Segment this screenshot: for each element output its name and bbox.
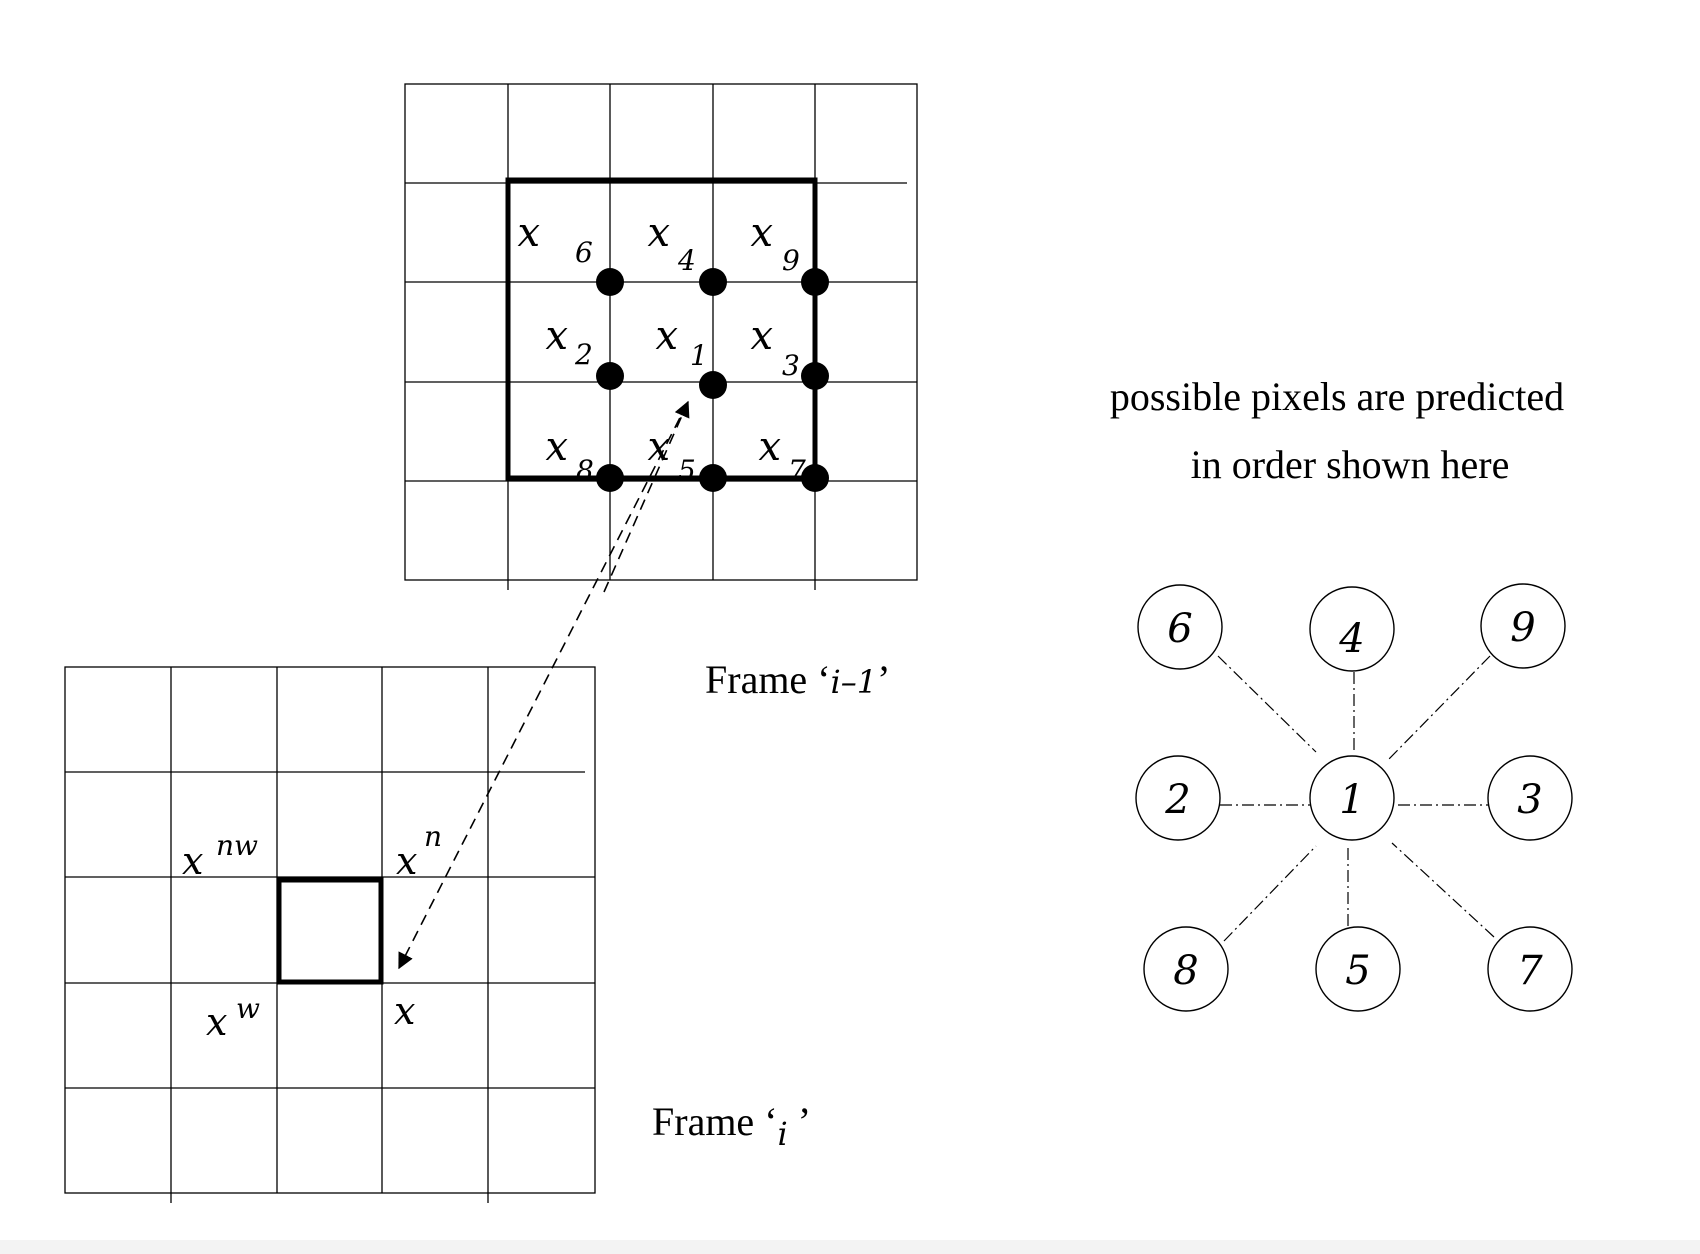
svg-text:3: 3 (1517, 777, 1542, 823)
svg-text:nw: nw (216, 829, 258, 862)
order-node-3: 3 (1487, 755, 1573, 841)
svg-text:6: 6 (575, 236, 593, 269)
svg-text:8: 8 (1173, 948, 1198, 994)
pixel-label-8: x 8 (545, 424, 593, 487)
prev-frame-search-window (505, 177, 818, 481)
svg-text:1: 1 (1339, 777, 1364, 823)
svg-text:x: x (655, 313, 678, 359)
label-x-w: x w (206, 992, 260, 1044)
svg-text:7: 7 (788, 454, 806, 487)
svg-text:x: x (545, 313, 568, 359)
bottom-band (0, 1240, 1700, 1254)
curr-frame-current-block (276, 877, 384, 985)
order-node-6: 6 (1137, 584, 1223, 670)
order-node-9: 9 (1480, 583, 1566, 669)
prev-frame-label: Frame ‘i–1’ (705, 657, 890, 702)
pixel-label-2: x 2 (545, 313, 592, 371)
svg-text:x: x (545, 424, 568, 470)
svg-text:6: 6 (1167, 606, 1192, 652)
svg-text:8: 8 (576, 454, 594, 487)
svg-text:x: x (750, 313, 773, 359)
svg-text:x: x (750, 210, 773, 256)
svg-text:w: w (236, 992, 260, 1025)
svg-text:7: 7 (1517, 948, 1543, 994)
order-node-7: 7 (1487, 926, 1573, 1012)
svg-text:2: 2 (1164, 777, 1190, 823)
prediction-caption-line2: in order shown here (1191, 442, 1510, 487)
svg-text:1: 1 (690, 339, 708, 372)
prev-frame-grid (404, 83, 918, 590)
svg-text:x: x (206, 1000, 227, 1044)
prediction-order-links (1217, 655, 1495, 942)
order-node-2: 2 (1135, 755, 1221, 841)
curr-frame-label: Frame ‘i ’ (652, 1099, 811, 1153)
svg-text:x: x (647, 210, 670, 256)
svg-text:4: 4 (1338, 616, 1364, 662)
pixel-label-3: x 3 (750, 313, 799, 382)
order-node-5: 5 (1315, 926, 1401, 1012)
pixel-label-1: x 1 (655, 313, 707, 372)
pixel-label-4: x 4 (647, 210, 695, 277)
label-x-n: x n (396, 820, 442, 883)
svg-text:3: 3 (782, 349, 800, 382)
svg-text:x: x (517, 210, 540, 256)
label-x-nw: x nw (182, 829, 258, 883)
label-x-current: x (394, 989, 415, 1033)
motion-arrow-to-curr (398, 401, 689, 970)
svg-text:x: x (647, 424, 670, 470)
svg-text:2: 2 (574, 338, 593, 371)
prediction-order-nodes: 6 4 9 2 1 3 8 5 (1135, 583, 1573, 1012)
prev-frame-pixel-dots (596, 268, 829, 492)
svg-text:x: x (182, 839, 203, 883)
motion-arrow-to-prev (603, 400, 690, 593)
svg-text:4: 4 (677, 244, 696, 277)
svg-text:x: x (396, 839, 417, 883)
svg-text:n: n (424, 820, 442, 853)
svg-text:5: 5 (1345, 948, 1370, 994)
pixel-label-7: x 7 (758, 424, 806, 487)
svg-text:9: 9 (782, 244, 800, 277)
order-node-4: 4 (1309, 586, 1395, 672)
curr-frame-grid (64, 666, 596, 1203)
pixel-label-6: x 6 (517, 210, 592, 269)
svg-text:x: x (394, 989, 415, 1033)
prev-frame-pixel-labels: x 6 x 4 x 9 x 2 x 1 x 3 x 8 x 5 (517, 210, 806, 487)
svg-text:9: 9 (1510, 605, 1535, 651)
prediction-caption-line1: possible pixels are predicted (1110, 374, 1564, 419)
pixel-label-5: x 5 (647, 424, 695, 487)
svg-text:5: 5 (678, 454, 696, 487)
svg-text:x: x (758, 424, 781, 470)
order-node-1: 1 (1309, 755, 1395, 841)
order-node-8: 8 (1143, 926, 1229, 1012)
pixel-label-9: x 9 (750, 210, 799, 277)
